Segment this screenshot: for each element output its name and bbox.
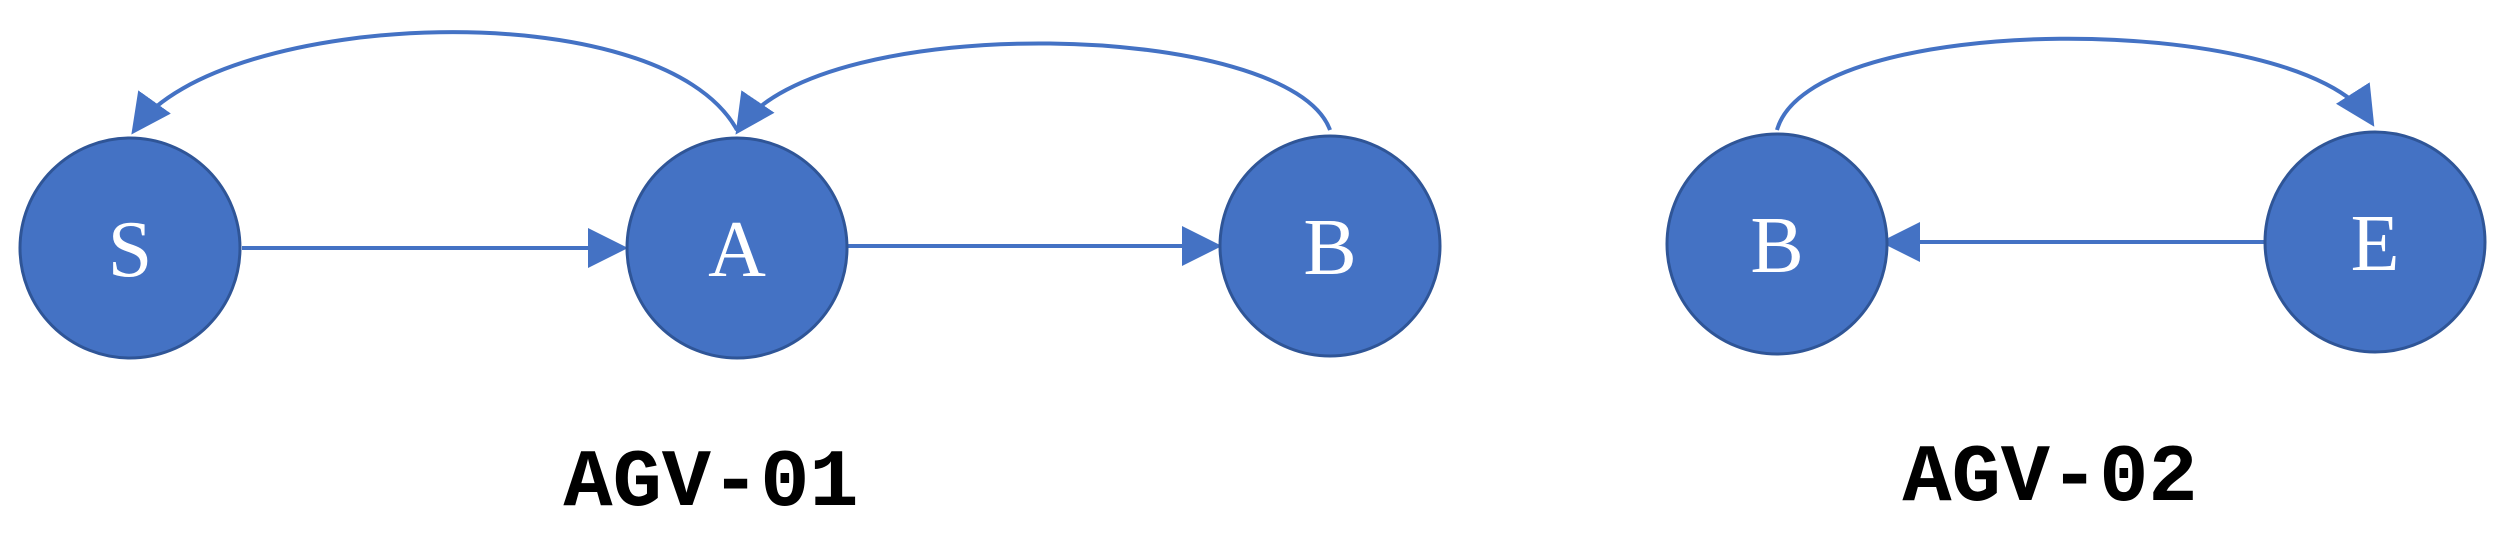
node-label-b: B <box>1303 204 1356 292</box>
agv-01-group: S A B AGV-01 <box>18 30 1442 530</box>
node-label-s: S <box>108 206 153 294</box>
node-s: S <box>18 136 242 360</box>
node-label-a: A <box>708 206 766 294</box>
caption-agv-02: AGV-02 <box>1902 432 2197 525</box>
caption-agv-01: AGV-01 <box>563 437 858 530</box>
node-label-b2: B <box>1750 202 1803 290</box>
node-e: E <box>2263 130 2487 354</box>
node-b2: B <box>1665 132 1889 356</box>
agv-02-group: B E AGV-02 <box>1665 36 2487 525</box>
edge-b-to-a-arc <box>735 41 1332 135</box>
edge-a-to-s-arc <box>131 30 739 135</box>
node-label-e: E <box>2351 200 2400 288</box>
edge-b-to-e-arc <box>1775 36 2375 131</box>
node-a: A <box>625 136 849 360</box>
node-b: B <box>1218 134 1442 358</box>
